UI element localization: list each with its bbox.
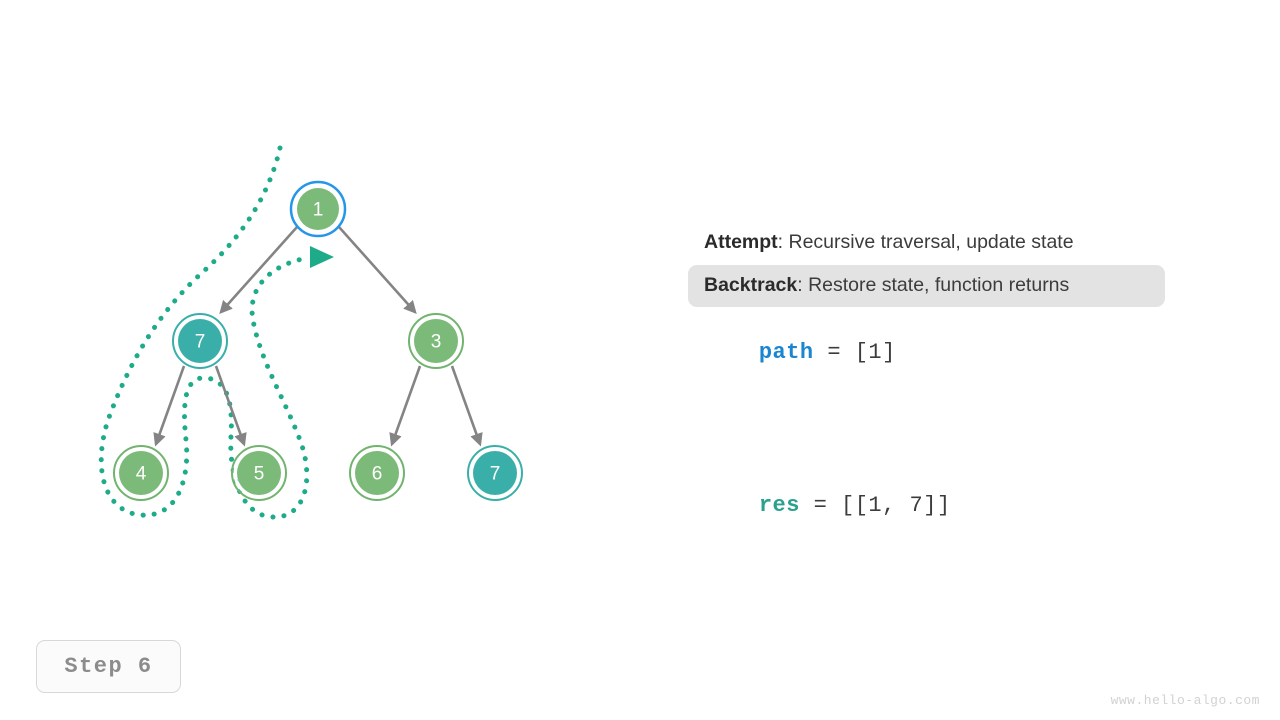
- node-outer-ring: [172, 313, 228, 369]
- node-inner-ring: [115, 447, 167, 499]
- node-inner-ring: [233, 447, 285, 499]
- edge-1-to-7l: [219, 226, 298, 314]
- edge-1-to-3: [338, 226, 417, 314]
- watermark: www.hello-algo.com: [1111, 693, 1260, 708]
- node-active-ring: [289, 180, 347, 238]
- path-variable-equals: =: [813, 340, 855, 365]
- attempt-text: : Recursive traversal, update state: [777, 231, 1074, 253]
- tree-edges-group: [153, 226, 483, 447]
- tree-node-1[interactable]: 1: [289, 180, 347, 238]
- node-inner-ring: [174, 315, 226, 367]
- tree-diagram-panel: 1 7 3 4: [98, 145, 523, 520]
- node-fill: [355, 451, 399, 495]
- node-fill: [119, 451, 163, 495]
- node-inner-ring: [293, 184, 343, 234]
- node-fill: [237, 451, 281, 495]
- edge-7l-to-4: [153, 365, 186, 447]
- backtrack-description-row: Backtrack: Restore state, function retur…: [688, 264, 1165, 307]
- attempt-description-row: Attempt: Recursive traversal, update sta…: [688, 222, 1165, 265]
- edge-7l-to-5: [214, 365, 247, 447]
- node-fill: [297, 188, 339, 230]
- binary-tree-svg: 1 7 3 4: [98, 145, 523, 520]
- path-variable-value: [1]: [854, 340, 896, 365]
- tree-node-3[interactable]: 3: [408, 313, 464, 369]
- traversal-path-group: [98, 145, 334, 520]
- node-outer-ring: [113, 445, 169, 501]
- node-outer-ring: [231, 445, 287, 501]
- node-outer-ring: [467, 445, 523, 501]
- tree-node-4[interactable]: 4: [113, 445, 169, 501]
- backtrack-keyword: Backtrack: [704, 273, 798, 296]
- res-variable-equals: =: [799, 493, 842, 518]
- node-outer-ring: [349, 445, 405, 501]
- step-badge-label: Step 6: [64, 654, 153, 679]
- attempt-keyword: Attempt: [704, 231, 778, 253]
- backtrack-text: : Restore state, function returns: [797, 273, 1070, 296]
- traversal-arrowhead-icon: [310, 246, 334, 268]
- edge-3-to-7r: [450, 365, 483, 447]
- tree-node-7-left[interactable]: 7: [172, 313, 228, 369]
- node-fill: [178, 319, 222, 363]
- watermark-text: www.hello-algo.com: [1110, 693, 1260, 708]
- node-fill: [414, 319, 458, 363]
- tree-node-7-right[interactable]: 7: [467, 445, 523, 501]
- res-variable-name: res: [758, 493, 800, 518]
- node-inner-ring: [410, 315, 462, 367]
- node-inner-ring: [469, 447, 521, 499]
- node-outer-ring: [408, 313, 464, 369]
- path-variable-row: path = [1]: [688, 315, 1208, 390]
- tree-nodes-group: 1 7 3 4: [113, 180, 523, 501]
- tree-node-6[interactable]: 6: [349, 445, 405, 501]
- res-variable-row: res = [[1, 7]]: [688, 468, 1208, 543]
- node-inner-ring: [351, 447, 403, 499]
- edge-3-to-6: [389, 365, 422, 447]
- info-panel: Attempt: Recursive traversal, update sta…: [688, 222, 1208, 543]
- node-fill: [473, 451, 517, 495]
- res-variable-value: [[1, 7]]: [841, 493, 951, 518]
- step-badge: Step 6: [36, 640, 181, 693]
- path-variable-name: path: [758, 340, 814, 365]
- tree-node-5[interactable]: 5: [231, 445, 287, 501]
